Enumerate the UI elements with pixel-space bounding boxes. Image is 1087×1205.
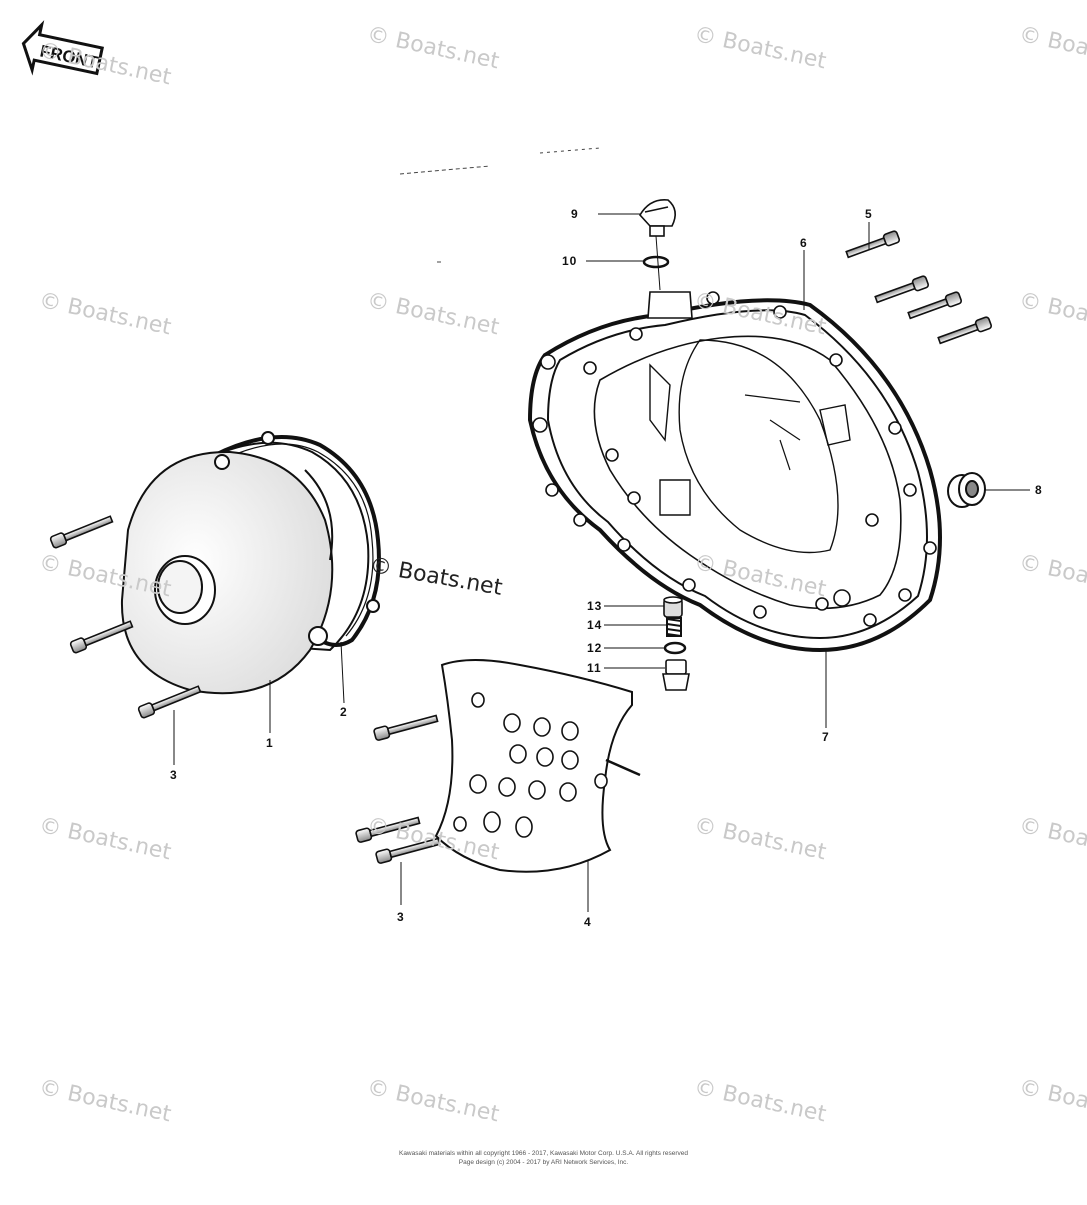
filler-cap <box>639 198 676 237</box>
o-ring <box>642 255 670 269</box>
front-arrow-icon: FRONT <box>21 20 104 76</box>
callout-14: 14 <box>587 618 603 632</box>
callout-11: 11 <box>587 661 602 675</box>
callout-12: 12 <box>587 641 603 655</box>
callout-6: 6 <box>800 236 808 250</box>
callout-1: 1 <box>266 736 274 750</box>
generator-cover <box>120 431 381 695</box>
washer <box>663 641 687 655</box>
spring <box>666 617 682 637</box>
copyright-line-1: Kawasaki materials within all copyright … <box>398 1150 688 1157</box>
copyright-footer: Kawasaki materials within all copyright … <box>0 1149 1087 1167</box>
callout-13: 13 <box>587 599 603 613</box>
callout-3-left: 3 <box>170 768 178 782</box>
stray-marks <box>399 147 601 263</box>
callout-8: 8 <box>1035 483 1043 497</box>
callout-4: 4 <box>584 915 592 929</box>
leader-lines <box>173 213 1030 912</box>
callout-9: 9 <box>571 207 579 221</box>
callout-10: 10 <box>562 254 578 268</box>
copyright-line-2: Page design (c) 2004 - 2017 by ARI Netwo… <box>458 1159 629 1166</box>
callout-5: 5 <box>865 207 873 221</box>
callout-3-bottom: 3 <box>397 910 405 924</box>
bolts <box>49 230 993 864</box>
spacer <box>663 596 683 618</box>
guard-plate <box>434 659 641 873</box>
callout-7: 7 <box>822 730 830 744</box>
clutch-cover <box>527 291 942 653</box>
callout-2: 2 <box>340 705 348 719</box>
drain-plug <box>662 659 690 691</box>
oil-seal <box>947 472 986 508</box>
